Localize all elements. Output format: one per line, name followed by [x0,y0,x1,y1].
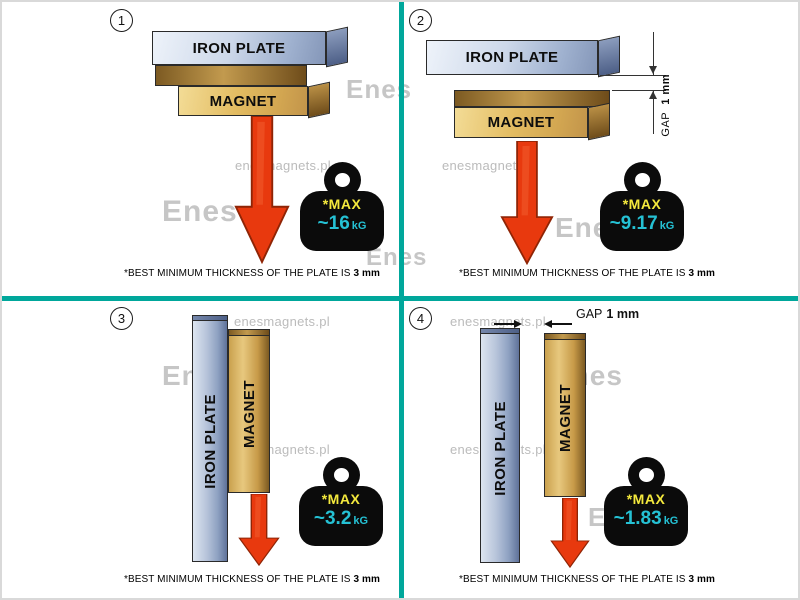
gap-leader-line [494,323,520,325]
magnet-label: MAGNET [209,92,277,110]
divider-vertical [399,2,404,598]
weight-unit: kG [659,220,675,232]
pull-force-arrow [550,498,590,568]
magnet-end-cap [308,81,330,119]
gap-leader-line [546,323,572,325]
iron-plate-label: IRON PLATE [201,393,219,489]
magnet-top-face [454,90,610,107]
caption-text: *BEST MINIMUM THICKNESS OF THE PLATE IS [123,574,351,585]
iron-plate: IRON PLATE [480,333,520,563]
gap-dimension-line [653,32,654,75]
weight-unit: kG [351,220,367,232]
iron-plate-label: IRON PLATE [491,400,509,496]
iron-plate-end-cap [598,35,620,78]
weight-max-label: *MAX [322,196,362,212]
panel-number: 3 [110,307,133,330]
caption-bold: 3 mm [688,268,716,279]
gap-label-text: GAP [576,307,603,321]
gap-dimension-line [653,90,654,134]
gap-arrow-icon [649,66,657,74]
iron-plate: IRON PLATE [426,40,598,75]
weight-unit: kG [353,515,369,527]
weight-unit: kG [663,515,679,527]
pull-force-arrow [238,494,280,566]
pull-force-arrow [234,116,290,264]
gap-extension-line [600,75,666,76]
caption-bold: 3 mm [353,268,381,279]
gap-label: GAP 1 mm [660,74,672,140]
weight-number: ~9.17 [609,213,658,234]
watermark-site: enesmagnets.pl [450,314,546,329]
weight-max-label: *MAX [626,491,666,507]
panel-number: 2 [409,9,432,32]
magnet: MAGNET [228,335,270,493]
caption-text: *BEST MINIMUM THICKNESS OF THE PLATE IS [458,574,686,585]
gap-arrow-icon [514,320,522,328]
magnet: MAGNET [454,107,588,138]
magnet-label: MAGNET [487,114,555,131]
iron-plate: IRON PLATE [152,31,326,65]
magnet-label: MAGNET [240,380,258,448]
divider-horizontal [2,296,798,301]
panel-number: 1 [110,9,133,32]
weight-number: ~3.2 [313,508,352,529]
gap-arrow-icon [544,320,552,328]
gap-label-text: GAP [660,111,672,137]
magnet-label: MAGNET [556,384,574,452]
iron-plate-end-cap [326,26,348,68]
weight-number: ~16 [317,213,350,234]
panel-number: 4 [409,307,432,330]
watermark-logo: Enes [162,195,238,228]
gap-value: 1 mm [606,307,640,321]
watermark-site: enesmagnets.pl [442,158,538,173]
watermark-site: enesmagnets.pl [234,314,330,329]
magnet-top-face [155,65,307,86]
magnet: MAGNET [544,339,586,497]
weight-max-label: *MAX [622,196,662,212]
weight-number: ~1.83 [613,508,662,529]
caption-text: *BEST MINIMUM THICKNESS OF THE PLATE IS [458,268,686,279]
pull-force-arrow [500,141,554,265]
gap-extension-line [612,90,666,91]
magnet: MAGNET [178,86,308,116]
caption-bold: 3 mm [353,574,381,585]
caption-bold: 3 mm [688,574,716,585]
iron-plate: IRON PLATE [192,320,228,562]
gap-value: 1 mm [660,74,672,105]
weight-max-label: *MAX [321,491,361,507]
gap-arrow-icon [649,91,657,99]
caption-text: *BEST MINIMUM THICKNESS OF THE PLATE IS [123,268,351,279]
iron-plate-label: IRON PLATE [192,39,286,57]
magnet-end-cap [588,102,610,141]
iron-plate-label: IRON PLATE [465,49,559,66]
